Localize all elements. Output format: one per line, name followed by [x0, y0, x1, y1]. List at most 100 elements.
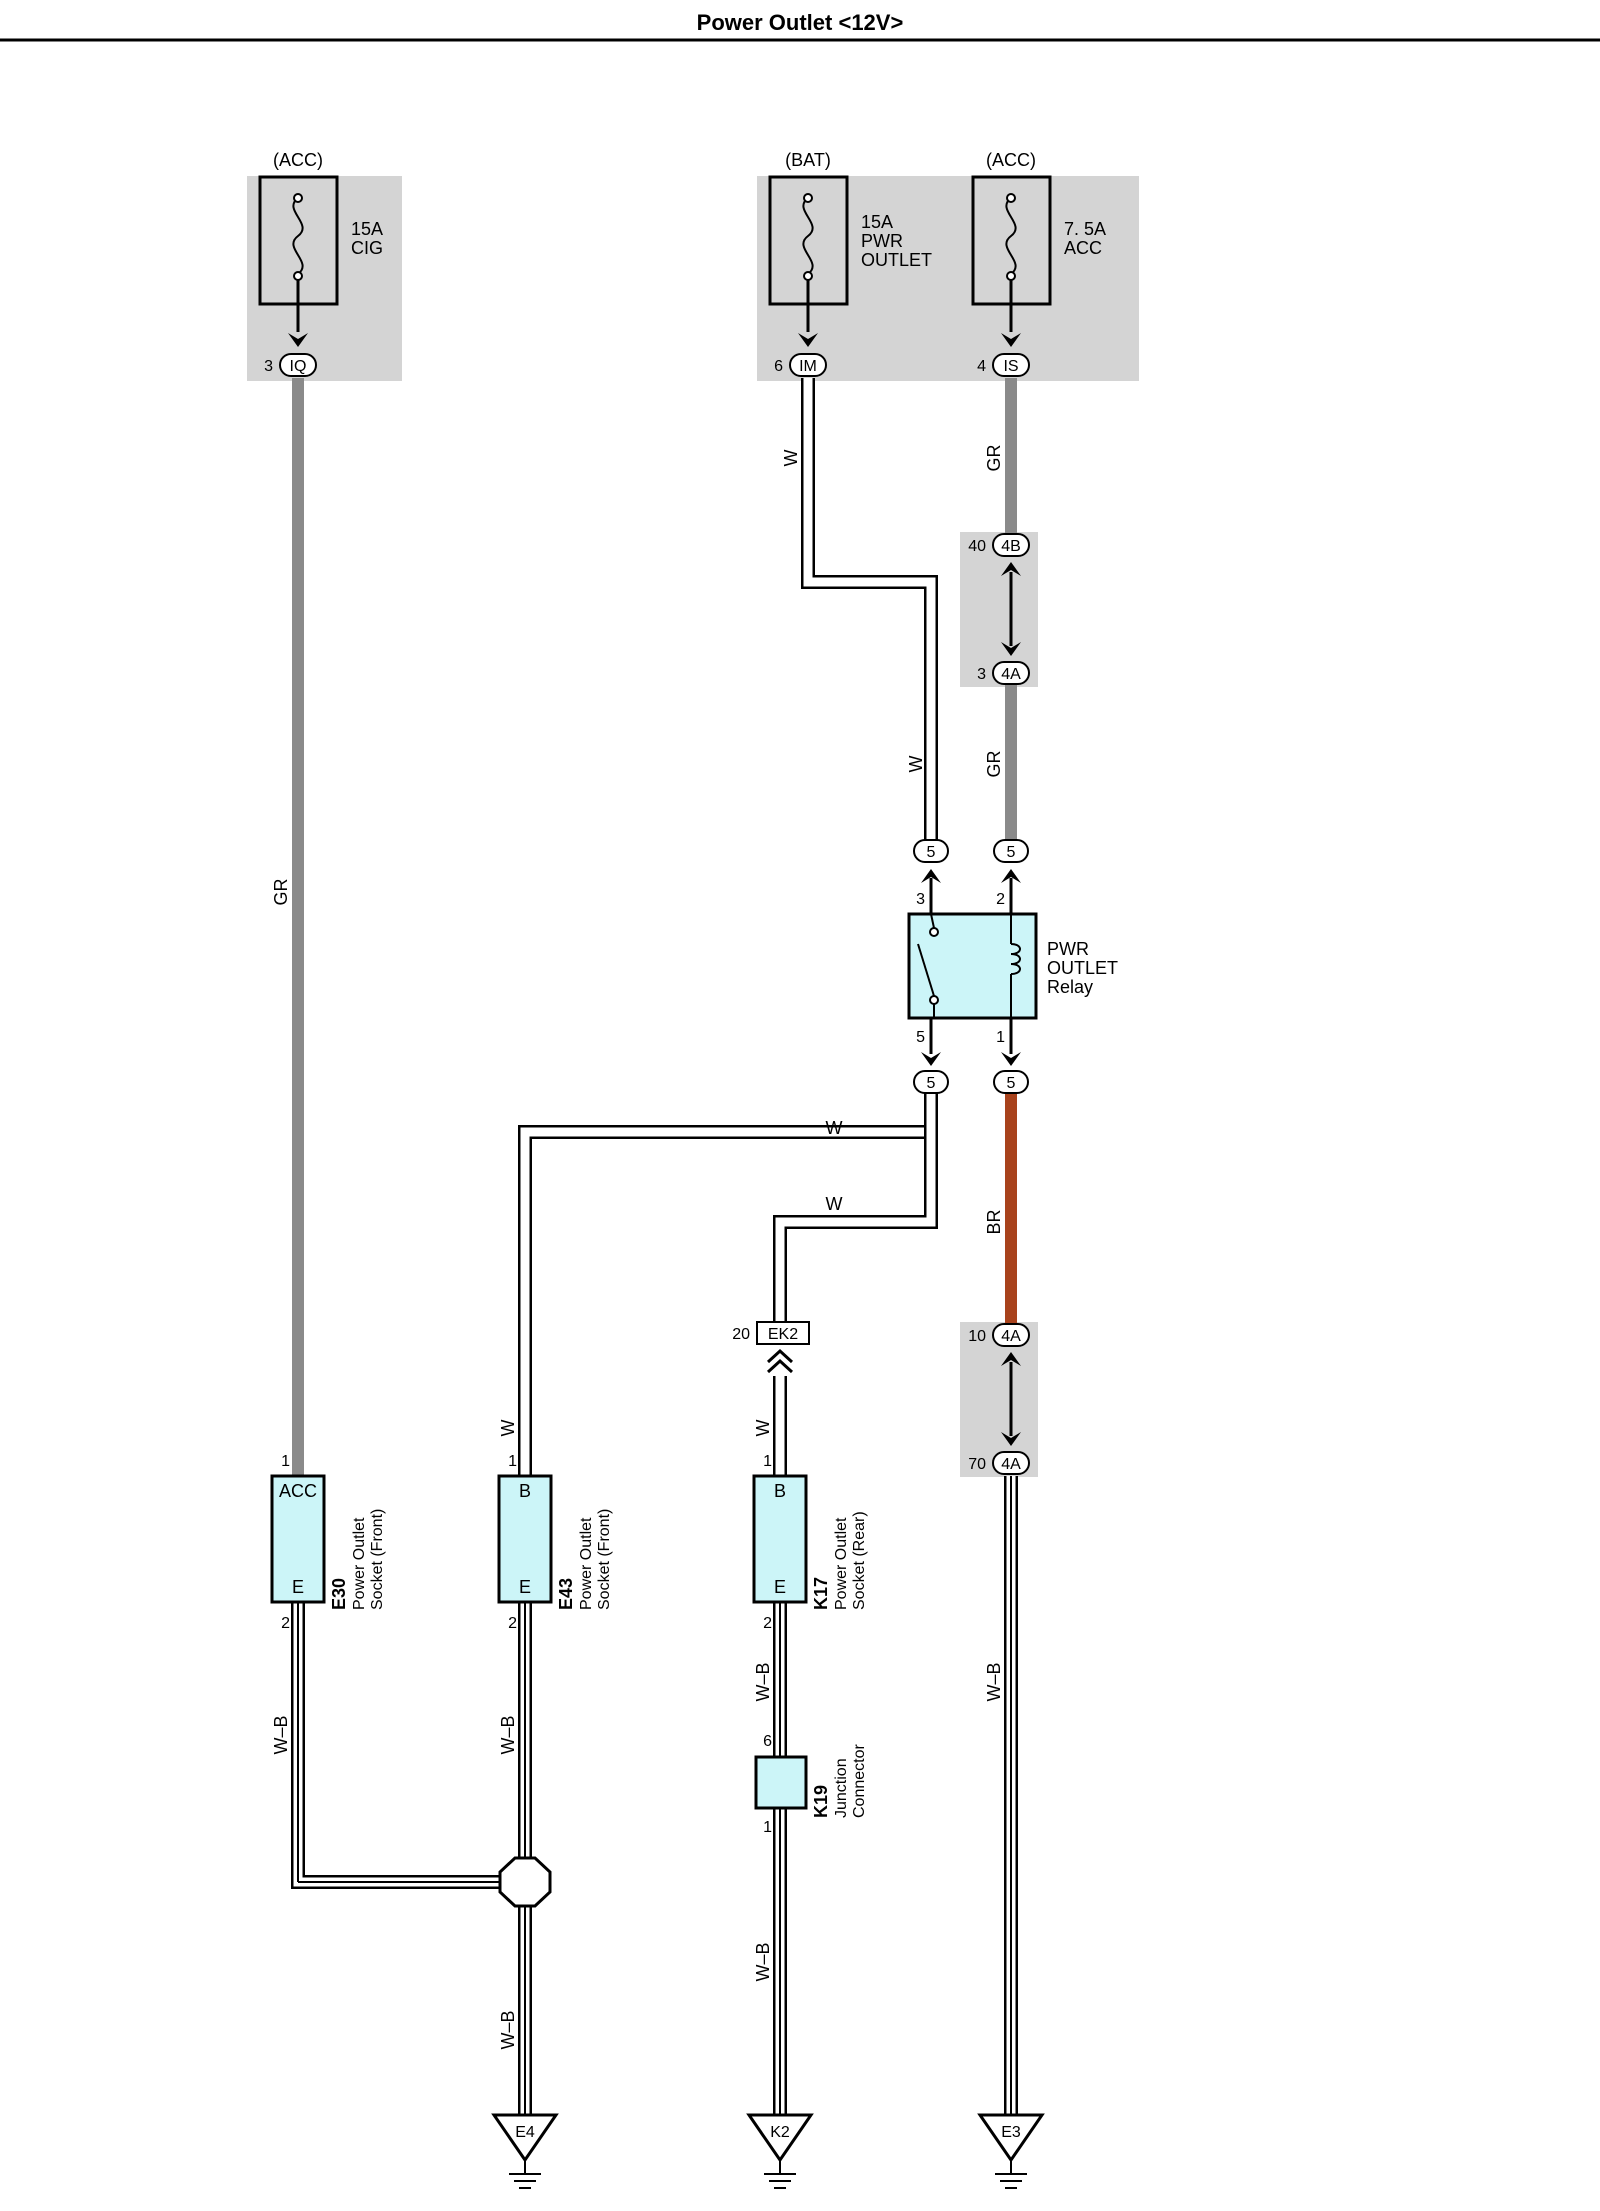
socket-k17: 1 B E 2 K17 Power Outlet Socket (Rear) [752, 1453, 868, 1632]
arrow-down-icon [1001, 1052, 1021, 1066]
fuse-cig-rating: 15A [351, 219, 383, 239]
ground-e3: E3 [977, 2113, 1045, 2189]
svg-text:W–B: W–B [498, 1715, 518, 1754]
arrow-down-icon [798, 333, 818, 347]
svg-text:E4: E4 [515, 2124, 535, 2141]
svg-text:2: 2 [763, 1615, 772, 1632]
svg-text:5: 5 [927, 844, 936, 861]
svg-text:5: 5 [1007, 844, 1016, 861]
wire-w-group [518, 378, 938, 1476]
junction-k19: 6 1 K19 Junction Connector [754, 1733, 868, 1836]
connector-is: IS 4 [977, 333, 1030, 377]
svg-text:Connector: Connector [851, 1744, 868, 1818]
svg-text:Power Outlet: Power Outlet [833, 1517, 850, 1610]
arrow-up-icon [921, 869, 941, 883]
svg-text:B: B [519, 1481, 531, 1501]
svg-text:3: 3 [977, 666, 986, 683]
arrow-down-icon [1001, 642, 1021, 656]
svg-text:GR: GR [984, 750, 1004, 777]
svg-text:W: W [753, 1420, 773, 1437]
arrow-down-icon [288, 333, 308, 347]
svg-text:20: 20 [732, 1326, 750, 1343]
svg-text:1: 1 [763, 1819, 772, 1836]
svg-text:IQ: IQ [290, 358, 307, 375]
arrow-up-icon [1001, 1352, 1021, 1366]
arrow-down-icon [1001, 333, 1021, 347]
svg-text:E: E [292, 1577, 304, 1597]
svg-text:40: 40 [968, 538, 986, 555]
fuse-acc-rating: 7. 5A [1064, 219, 1106, 239]
svg-text:GR: GR [984, 444, 1004, 471]
fuse-acc-icon [1005, 197, 1017, 275]
connector-area-4a-lower [960, 1322, 1038, 1477]
connector-im: IM 6 [774, 333, 827, 377]
svg-text:4A: 4A [1001, 666, 1021, 683]
fuse-panel-left [247, 176, 402, 381]
svg-text:GR: GR [271, 878, 291, 905]
svg-text:W: W [826, 1194, 843, 1214]
svg-text:W–B: W–B [753, 1662, 773, 1701]
svg-text:1: 1 [508, 1453, 517, 1470]
svg-text:3: 3 [264, 358, 273, 375]
socket-e30: 1 ACC E 2 E30 Power Outlet Socket (Front… [270, 1453, 386, 1632]
svg-text:K2: K2 [770, 2124, 790, 2141]
svg-text:E43: E43 [556, 1578, 576, 1610]
svg-text:Socket (Rear): Socket (Rear) [851, 1511, 868, 1610]
svg-text:Socket (Front): Socket (Front) [596, 1509, 613, 1610]
relay-output-connectors: 5 1 5 5 [913, 1018, 1029, 1094]
svg-text:4: 4 [977, 358, 986, 375]
svg-text:K19: K19 [811, 1785, 831, 1818]
svg-text:4A: 4A [1001, 1328, 1021, 1345]
svg-text:ACC: ACC [279, 1481, 317, 1501]
connector-iq: IQ 3 [264, 333, 317, 377]
svg-text:BR: BR [984, 1209, 1004, 1234]
double-chevron-up-icon [766, 1348, 794, 1374]
svg-text:Power Outlet: Power Outlet [351, 1517, 368, 1610]
svg-text:W–B: W–B [753, 1942, 773, 1981]
fuse-pwr-name2: OUTLET [861, 250, 932, 270]
fuse-panel-right [757, 176, 1139, 381]
pwr-outlet-relay: PWR OUTLET Relay [907, 912, 1118, 1020]
svg-text:2: 2 [508, 1615, 517, 1632]
svg-text:E30: E30 [329, 1578, 349, 1610]
socket-e43: 1 B E 2 E43 Power Outlet Socket (Front) [497, 1453, 613, 1632]
arrow-down-icon [1001, 1432, 1021, 1446]
svg-text:10: 10 [968, 1328, 986, 1345]
svg-text:6: 6 [763, 1733, 772, 1750]
svg-text:4A: 4A [1001, 1456, 1021, 1473]
fuse-acc-name: ACC [1064, 238, 1102, 258]
svg-text:W–B: W–B [984, 1662, 1004, 1701]
svg-text:E3: E3 [1001, 2124, 1021, 2141]
svg-text:W–B: W–B [271, 1715, 291, 1754]
wire-labels: GR W GR W GR W W BR W W W–B W–B W–B W–B … [271, 444, 1004, 2049]
svg-text:3: 3 [916, 891, 925, 908]
fuse-cig-icon [292, 197, 304, 275]
fuse-cig: (ACC) 15A CIG [258, 150, 383, 332]
svg-text:Junction: Junction [833, 1758, 850, 1818]
svg-text:70: 70 [968, 1456, 986, 1473]
fuse-pwr-icon [802, 197, 814, 275]
arrow-up-icon [1001, 562, 1021, 576]
ground-k2: K2 [746, 2113, 814, 2189]
svg-text:EK2: EK2 [768, 1326, 798, 1343]
svg-text:W: W [906, 756, 926, 773]
svg-text:5: 5 [927, 1075, 936, 1092]
svg-text:OUTLET: OUTLET [1047, 958, 1118, 978]
relay-switch-icon [917, 943, 935, 997]
connector-4b-4a-upper: 4B 40 4A 3 [968, 533, 1030, 685]
relay-input-connectors: 5 5 3 2 [913, 839, 1029, 914]
svg-text:E: E [519, 1577, 531, 1597]
connector-ek2: EK2 20 [732, 1321, 810, 1374]
svg-text:2: 2 [281, 1615, 290, 1632]
relay-coil-icon [1010, 943, 1021, 975]
svg-text:1: 1 [281, 1453, 290, 1470]
fuse-pwr-outlet: (BAT) 15A PWR OUTLET [768, 150, 932, 332]
svg-text:IM: IM [799, 358, 817, 375]
arrow-up-icon [1001, 869, 1021, 883]
svg-text:2: 2 [996, 891, 1005, 908]
fuse-pwr-source: (BAT) [785, 150, 831, 170]
svg-text:W: W [781, 450, 801, 467]
fuse-acc-source: (ACC) [986, 150, 1036, 170]
svg-text:Relay: Relay [1047, 977, 1093, 997]
